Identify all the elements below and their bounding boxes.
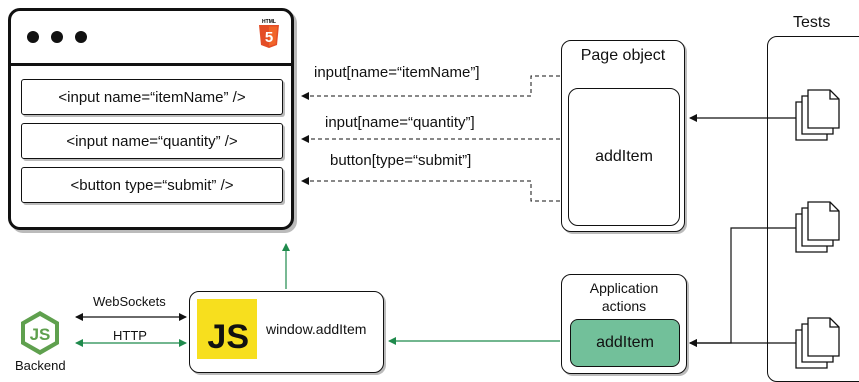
js-logo-text: JS xyxy=(207,318,249,356)
arrow-tests-to-app-actions xyxy=(689,227,798,347)
tests-title: Tests xyxy=(793,14,831,31)
selector-itemname: input[name=“itemName”] xyxy=(314,64,480,81)
nodejs-logo-icon: JS xyxy=(21,311,59,355)
application-actions-title-line2: actions xyxy=(601,298,647,314)
application-actions-method: addItem xyxy=(570,319,680,367)
browser-window: HTML 5 <input name=“itemName” /> <input … xyxy=(8,8,294,230)
dashed-arrow-itemname xyxy=(301,75,560,100)
selector-quantity: input[name=“quantity”] xyxy=(325,114,475,131)
http-label: HTTP xyxy=(113,328,147,343)
svg-text:5: 5 xyxy=(265,29,273,46)
backend-label: Backend xyxy=(15,358,66,373)
page-object-title: Page object xyxy=(580,47,666,64)
window-dot xyxy=(51,31,63,43)
svg-text:JS: JS xyxy=(30,325,51,344)
quantity-input-element: <input name=“quantity” /> xyxy=(21,123,283,159)
browser-titlebar: HTML 5 xyxy=(11,11,291,66)
itemname-input-element: <input name=“itemName” /> xyxy=(21,79,283,115)
html5-logo-text: HTML xyxy=(262,19,276,25)
selector-submit: button[type=“submit”] xyxy=(330,152,472,169)
window-dot xyxy=(27,31,39,43)
submit-button-element: <button type=“submit” /> xyxy=(21,167,283,203)
document-stack-icon xyxy=(795,89,840,141)
window-dot xyxy=(75,31,87,43)
html5-logo-icon: HTML 5 xyxy=(257,17,281,49)
js-logo-icon: JS xyxy=(197,299,257,359)
dashed-arrow-submit xyxy=(301,177,560,202)
document-stack-icon xyxy=(795,317,840,369)
window-function-label: window.addItem xyxy=(266,321,367,337)
page-object-method: addItem xyxy=(568,88,680,226)
application-actions-title-line1: Application xyxy=(589,280,659,296)
application-actions-title: Application actions xyxy=(561,279,687,315)
document-stack-icon xyxy=(795,201,840,253)
websockets-label: WebSockets xyxy=(93,294,166,309)
